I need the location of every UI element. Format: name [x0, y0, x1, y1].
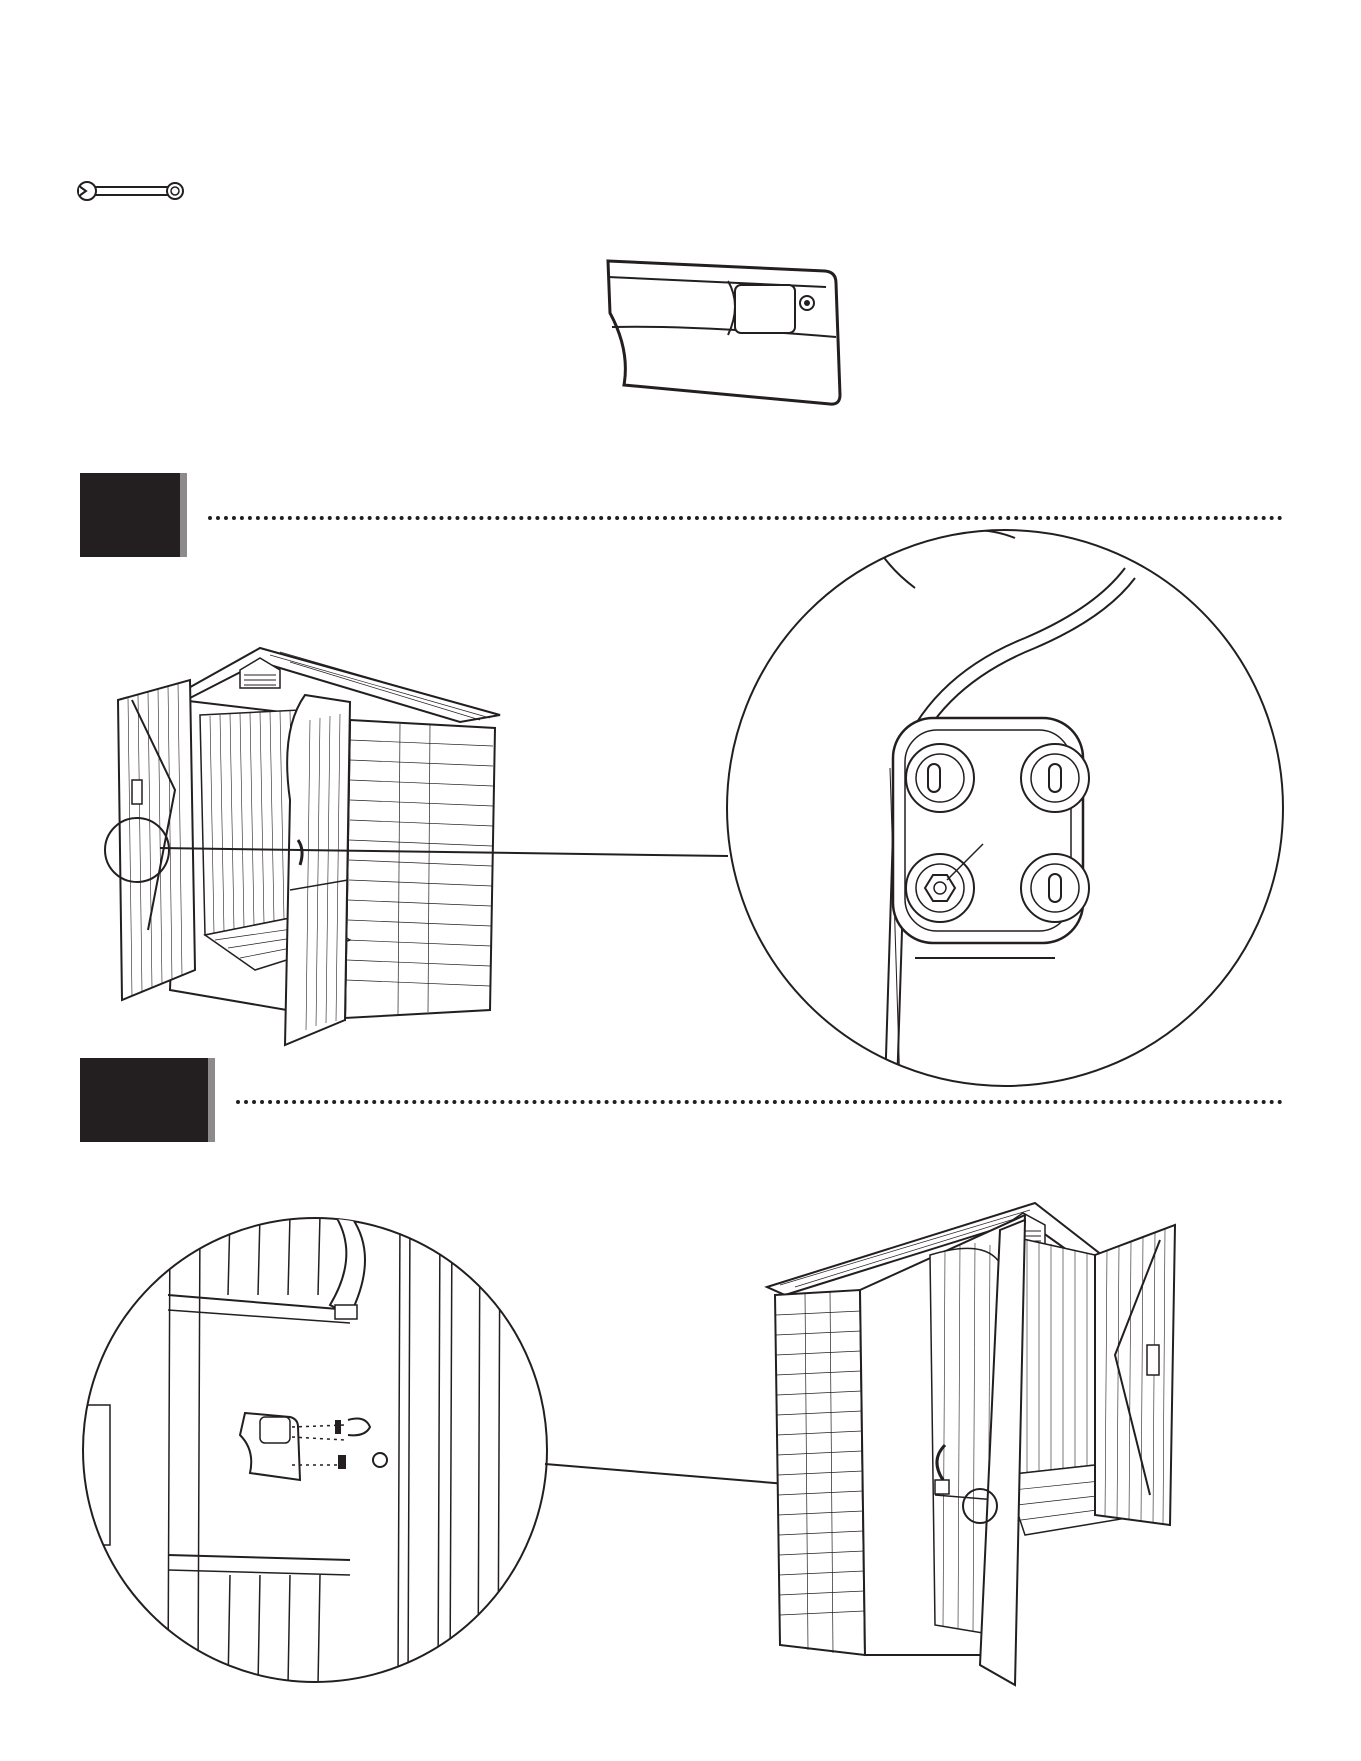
step-2-divider [236, 1100, 1283, 1104]
step-1-number [80, 473, 180, 557]
wrench-icon [76, 180, 186, 202]
step-2-badge [80, 1058, 208, 1142]
step-1-leader-line [160, 840, 730, 860]
door-handle-part [600, 255, 845, 415]
step-1-divider [208, 516, 1283, 520]
step-2-number [80, 1058, 208, 1142]
step-2-detail-zoom [80, 1215, 550, 1685]
step-1-detail-zoom [725, 528, 1285, 1088]
step-1-badge [80, 473, 180, 557]
shed-right-door-open [765, 1195, 1235, 1695]
step-2-callout-marker [960, 1486, 1000, 1526]
